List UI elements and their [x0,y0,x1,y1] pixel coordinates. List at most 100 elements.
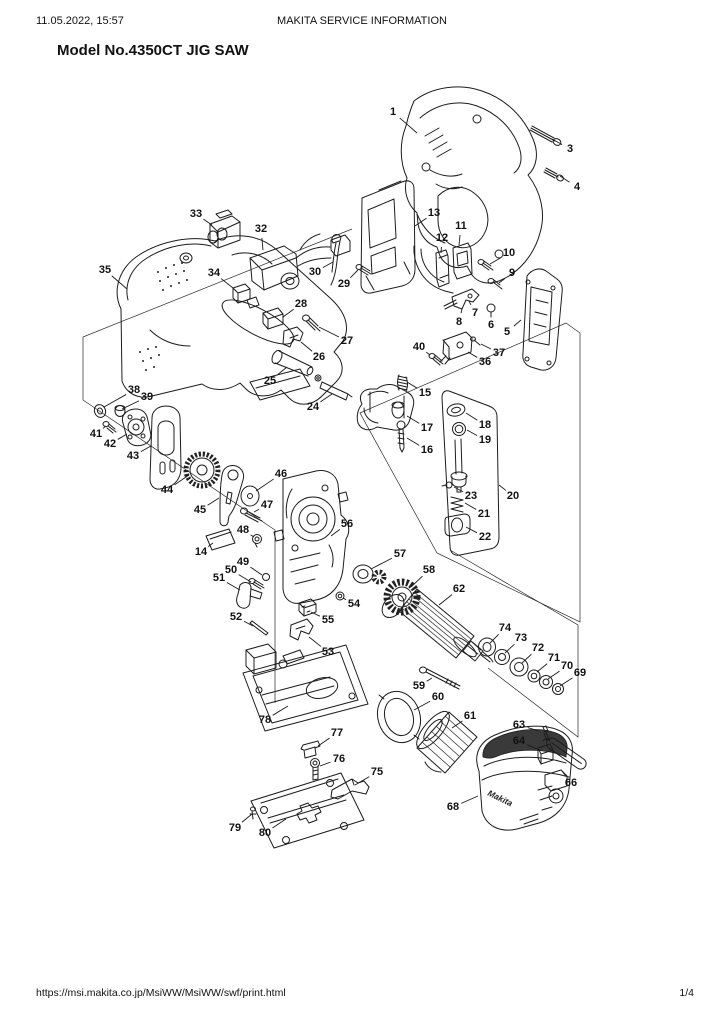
leader-line-17 [406,415,420,424]
part-label-77: 77 [331,727,343,739]
leader-line-43 [140,445,152,453]
makita-logo-text: Makita [486,788,514,809]
page-title: Model No.4350CT JIG SAW [57,42,249,59]
switch-knob-33 [207,209,241,249]
washer-71 [527,669,541,683]
motor-housing-left [116,235,347,405]
leader-line-47 [253,508,260,513]
leader-line-5 [513,319,522,327]
leader-line-11 [458,234,461,246]
leader-line-48 [250,534,255,538]
leader-line-55 [310,611,321,617]
screw-79 [249,806,257,820]
leader-line-1 [399,117,418,134]
part-label-33: 33 [190,208,202,220]
spring-15 [397,374,408,392]
leader-line-36 [467,351,478,358]
plate-43 [149,405,182,490]
part-label-30: 30 [309,266,321,278]
leader-line-27 [318,326,340,338]
part-label-38: 38 [128,384,140,396]
part-label-75: 75 [371,766,383,778]
source-url: https://msi.makita.co.jp/MsiWW/MsiWW/swf… [36,987,286,999]
leader-line-15 [406,381,418,389]
leader-line-72 [521,653,532,664]
washer-70 [539,675,553,689]
part-label-20: 20 [507,490,519,502]
cap-48 [252,534,262,548]
part-label-71: 71 [548,652,560,664]
leader-line-42 [117,433,128,440]
part-label-37: 37 [493,347,505,359]
part-label-51: 51 [213,572,225,584]
barrel-25 [271,349,322,382]
leader-line-21 [464,502,477,510]
leader-line-29 [350,269,359,278]
leader-line-71 [536,663,548,673]
nut-54 [335,591,345,601]
part-label-43: 43 [127,450,139,462]
connector-34 [232,283,260,309]
screw-4 [543,167,564,182]
block-28 [262,307,284,330]
part-label-3: 3 [567,143,573,155]
part-label-25: 25 [264,375,276,387]
leader-line-14 [207,542,214,547]
part-label-46: 46 [275,468,287,480]
leader-line-53 [308,636,322,647]
armature-assembly [371,569,494,663]
leader-line-52 [243,620,254,627]
screw-40 [428,353,444,366]
part-label-61: 61 [464,710,476,722]
part-label-68: 68 [447,801,459,813]
bearing-73 [494,649,510,665]
part-label-72: 72 [532,642,544,654]
part-label-15: 15 [419,387,431,399]
screw-76 [310,758,320,781]
leader-line-60 [413,700,431,711]
part-label-50: 50 [225,564,237,576]
part-label-1: 1 [390,106,396,118]
part-label-26: 26 [313,351,325,363]
bearing-57 [352,564,374,584]
leader-line-80 [272,818,287,829]
ring-38 [93,404,107,418]
part-label-44: 44 [161,484,174,496]
print-datetime: 11.05.2022, 15:57 [36,15,124,27]
part-label-48: 48 [237,524,249,536]
part-label-11: 11 [455,220,467,232]
leader-line-75 [354,776,370,786]
screw-47 [240,507,263,523]
part-label-78: 78 [259,714,271,726]
leader-line-38 [103,394,127,408]
cover-plate-5 [522,268,563,371]
pin-52 [249,620,269,636]
pad-14 [205,528,236,551]
part-label-60: 60 [432,691,444,703]
leader-line-63 [527,727,540,732]
base-holder-78 [242,643,369,732]
rubber-ring-60 [376,690,422,744]
part-label-14: 14 [195,546,208,558]
part-label-41: 41 [90,428,102,440]
group-border-lines [82,228,581,738]
bracket-75 [330,778,370,800]
part-label-22: 22 [479,531,491,543]
leader-line-58 [410,575,423,588]
part-label-70: 70 [561,660,573,672]
part-label-9: 9 [509,267,515,279]
part-label-28: 28 [295,298,307,310]
base-plate-80 [250,772,365,849]
leader-line-70 [547,670,560,680]
part-label-79: 79 [229,822,241,834]
screw-27 [302,314,321,332]
leader-line-28 [282,308,294,318]
wire-guide-30 [330,234,342,286]
leader-line-8 [460,308,463,314]
leader-line-26 [300,341,313,352]
leader-line-16 [406,437,420,446]
leader-line-20 [498,484,507,491]
leader-line-44 [174,474,190,486]
